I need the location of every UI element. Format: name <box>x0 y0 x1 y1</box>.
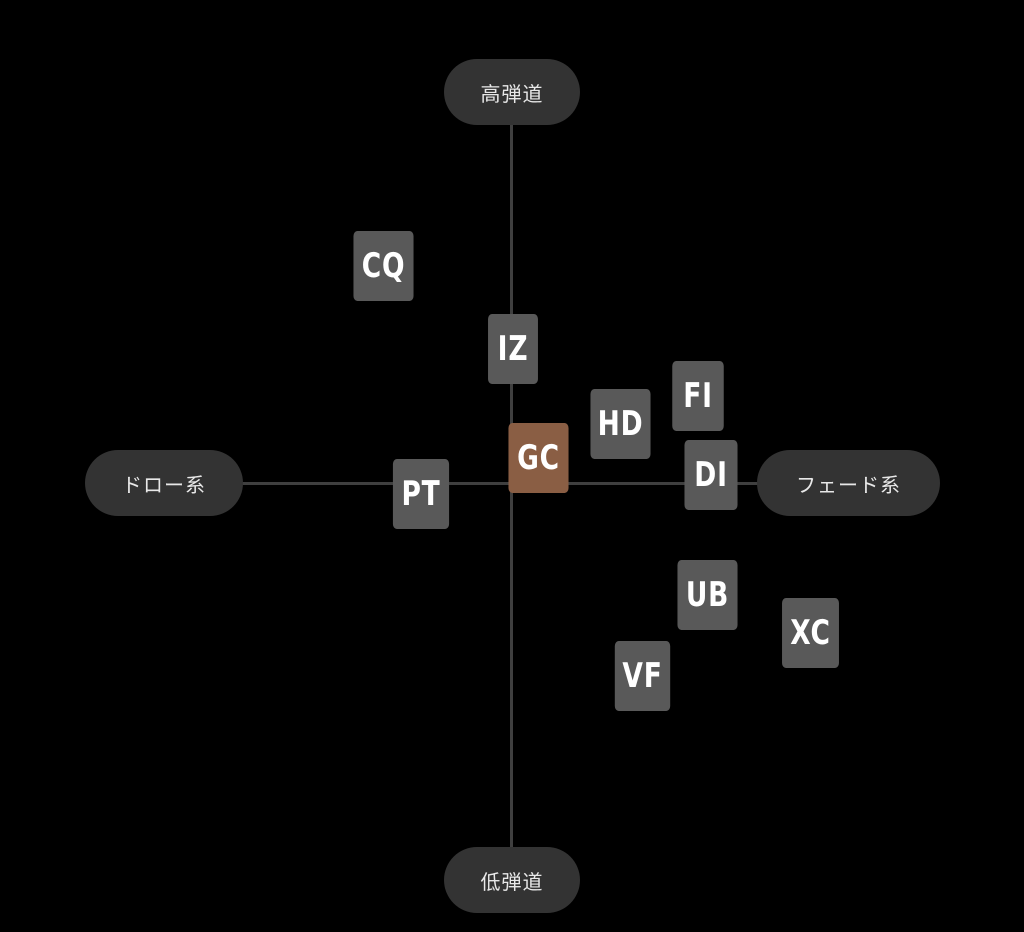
axis-label-fade: フェード系 <box>757 450 940 516</box>
axis-label-high-trajectory: 高弾道 <box>444 59 580 125</box>
tile-pt[interactable]: PT <box>392 459 450 529</box>
tile-xc-label: XC <box>790 613 831 653</box>
tile-iz[interactable]: IZ <box>488 314 538 384</box>
axis-label-low-trajectory: 低弾道 <box>444 847 580 913</box>
tile-di-label: DI <box>694 455 728 495</box>
tile-gc[interactable]: GC <box>508 423 569 493</box>
tile-di[interactable]: DI <box>684 440 738 510</box>
tile-gc-label: GC <box>517 438 560 478</box>
tile-cq-label: CQ <box>361 246 406 286</box>
tile-fi[interactable]: FI <box>672 361 724 431</box>
tile-ub[interactable]: UB <box>677 560 738 630</box>
tile-cq[interactable]: CQ <box>353 231 414 301</box>
tile-vf-label: VF <box>622 656 663 696</box>
tile-hd[interactable]: HD <box>590 389 651 459</box>
tile-vf[interactable]: VF <box>614 641 671 711</box>
tile-xc[interactable]: XC <box>782 598 839 668</box>
tile-hd-label: HD <box>597 404 644 444</box>
tile-pt-label: PT <box>401 474 441 514</box>
tile-iz-label: IZ <box>497 329 529 369</box>
tile-ub-label: UB <box>685 575 730 615</box>
axis-label-draw: ドロー系 <box>85 450 243 516</box>
tile-fi-label: FI <box>683 376 713 416</box>
